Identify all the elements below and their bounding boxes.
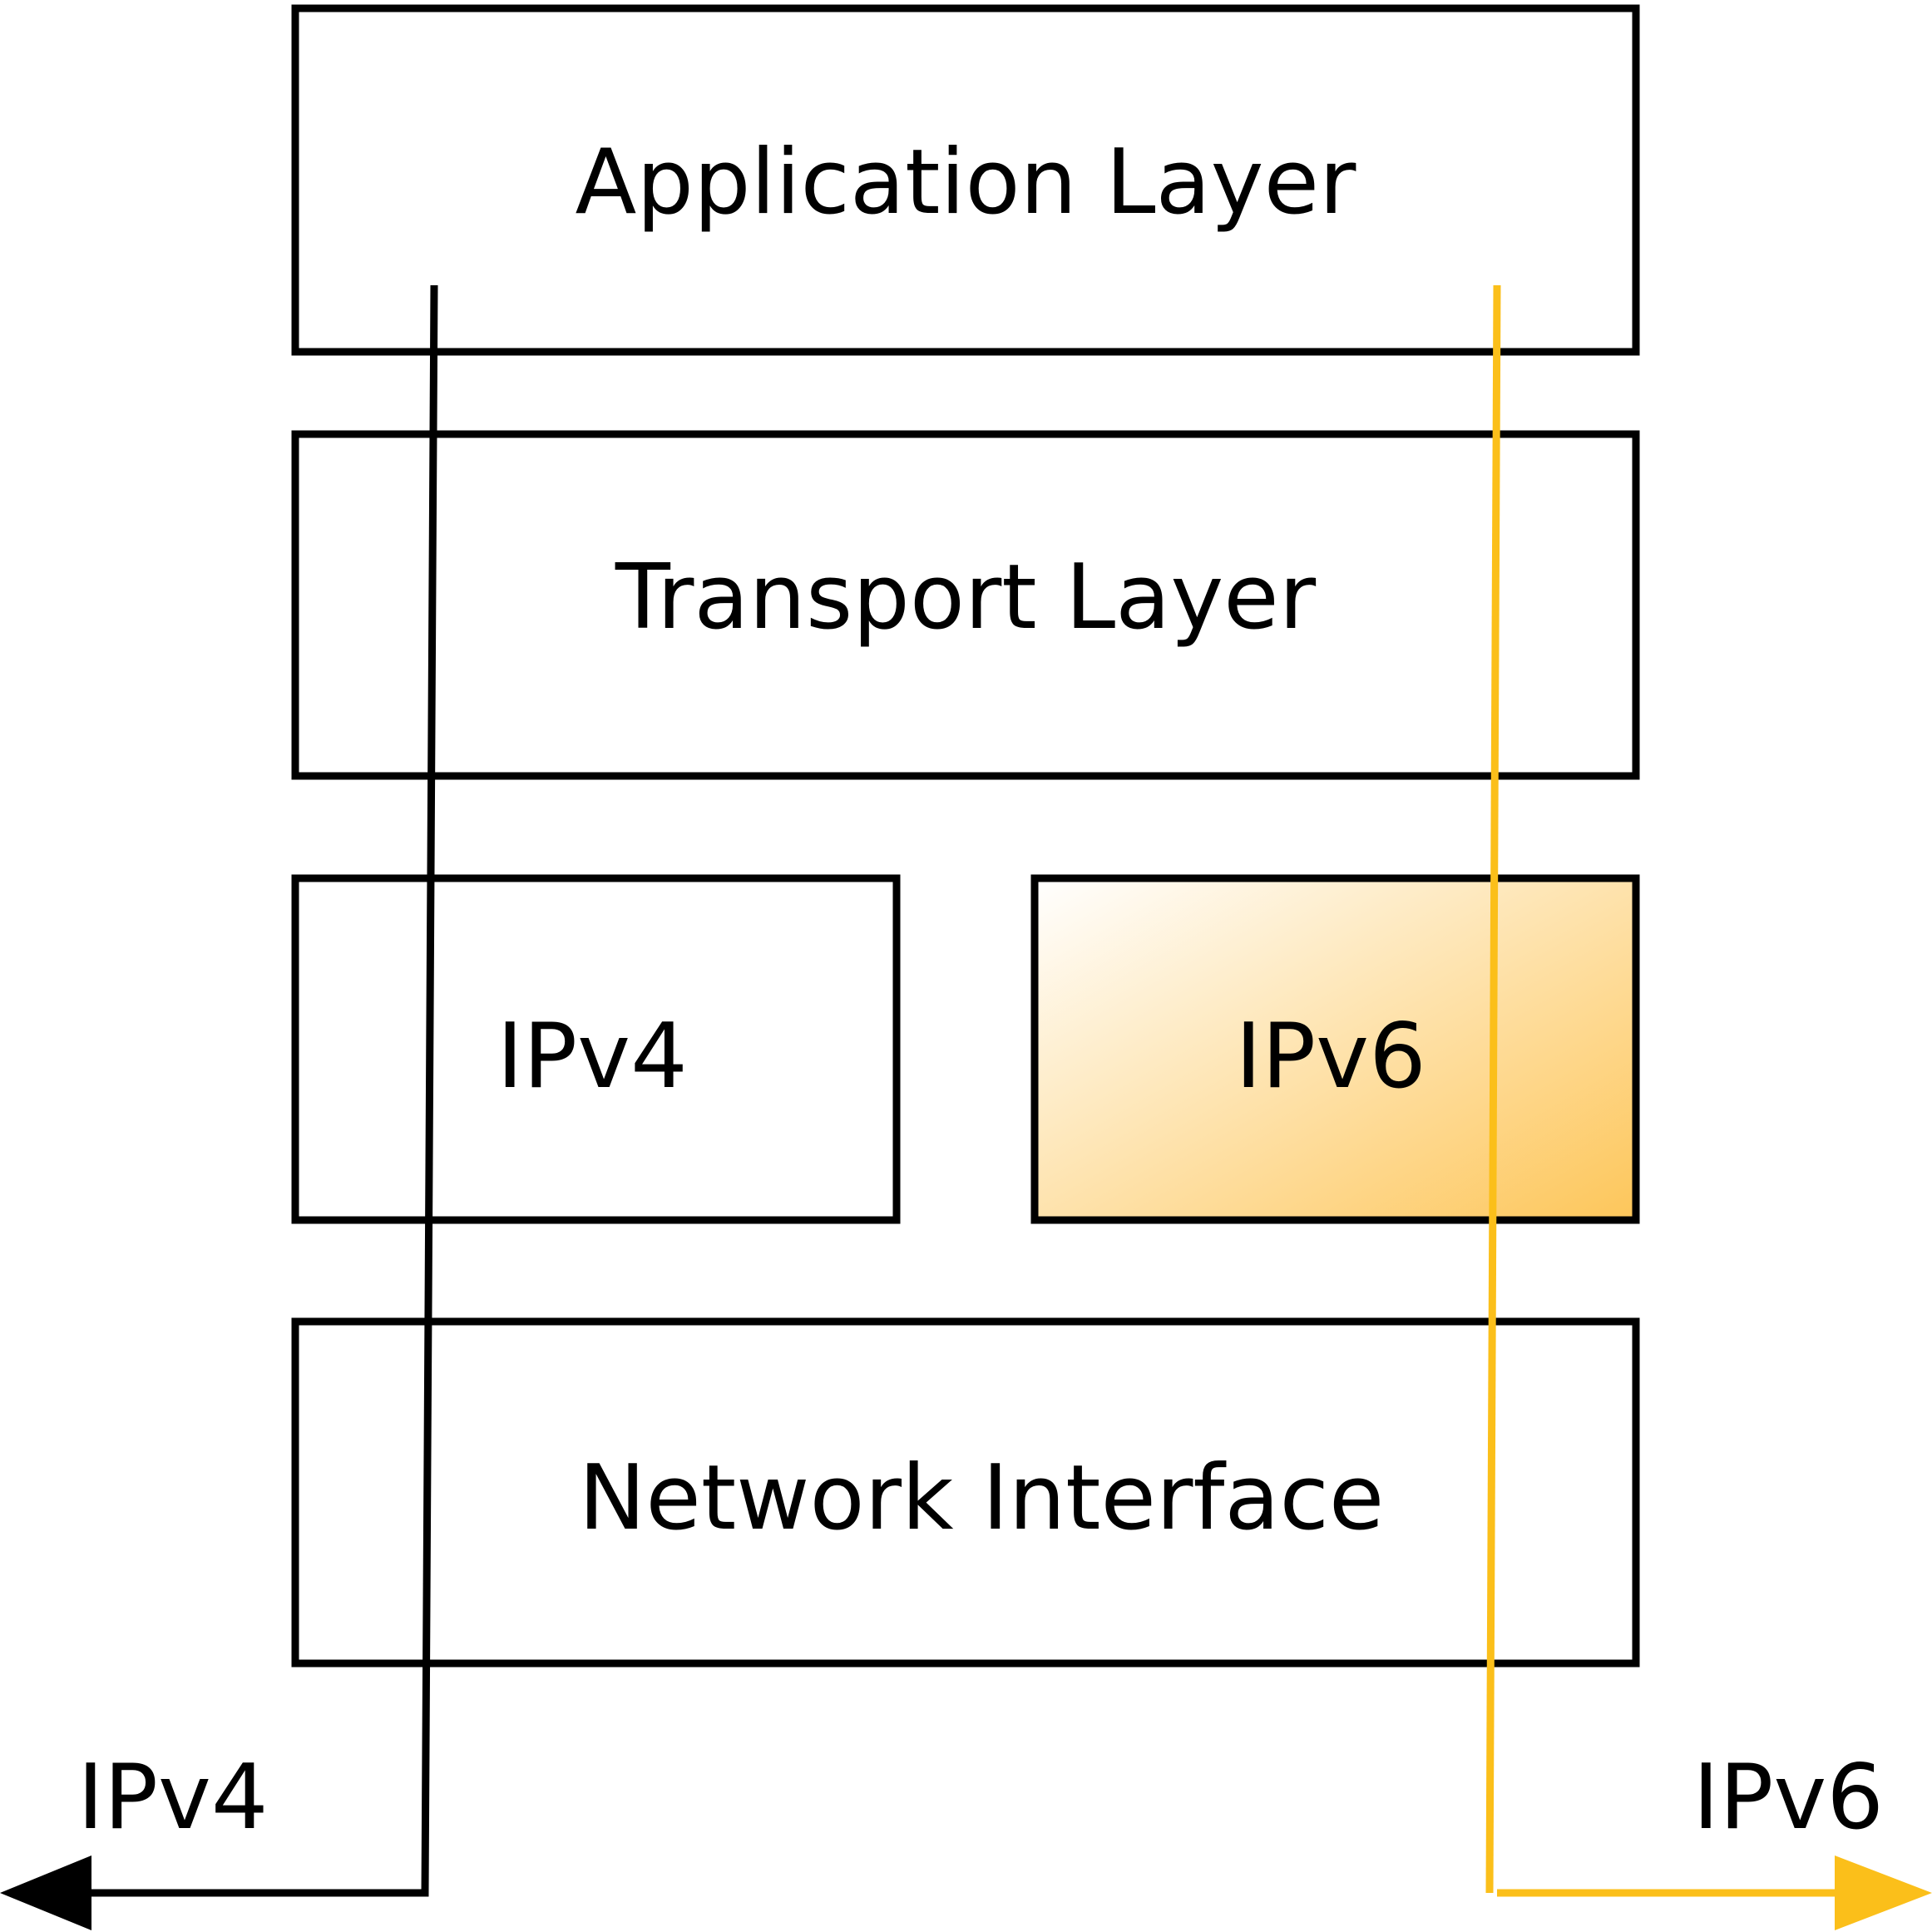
ipv4-layer-label: IPv4 bbox=[497, 1005, 688, 1109]
transport-layer-label: Transport Layer bbox=[615, 546, 1317, 650]
ipv6-arrowhead-icon bbox=[1835, 1855, 1932, 1930]
ipv4-arrowhead-icon bbox=[0, 1855, 91, 1930]
transport-layer-box: Transport Layer bbox=[291, 430, 1640, 780]
application-layer-box: Application Layer bbox=[291, 4, 1640, 356]
ipv6-layer-box: IPv6 bbox=[1030, 874, 1640, 1224]
ipv6-path-line bbox=[1485, 284, 1501, 1894]
ipv4-path-line bbox=[83, 284, 438, 1897]
ipv6-layer-label: IPv6 bbox=[1235, 1005, 1426, 1109]
ipv6-path-label: IPv6 bbox=[1692, 1746, 1884, 1850]
ipv4-path-label: IPv4 bbox=[77, 1746, 269, 1850]
application-layer-label: Application Layer bbox=[576, 131, 1356, 235]
network-interface-label: Network Interface bbox=[579, 1446, 1385, 1550]
ipv4-path bbox=[0, 284, 438, 1930]
ipv6-path bbox=[1485, 284, 1932, 1930]
network-interface-box: Network Interface bbox=[291, 1317, 1640, 1668]
ipv4-layer-box: IPv4 bbox=[291, 874, 901, 1224]
